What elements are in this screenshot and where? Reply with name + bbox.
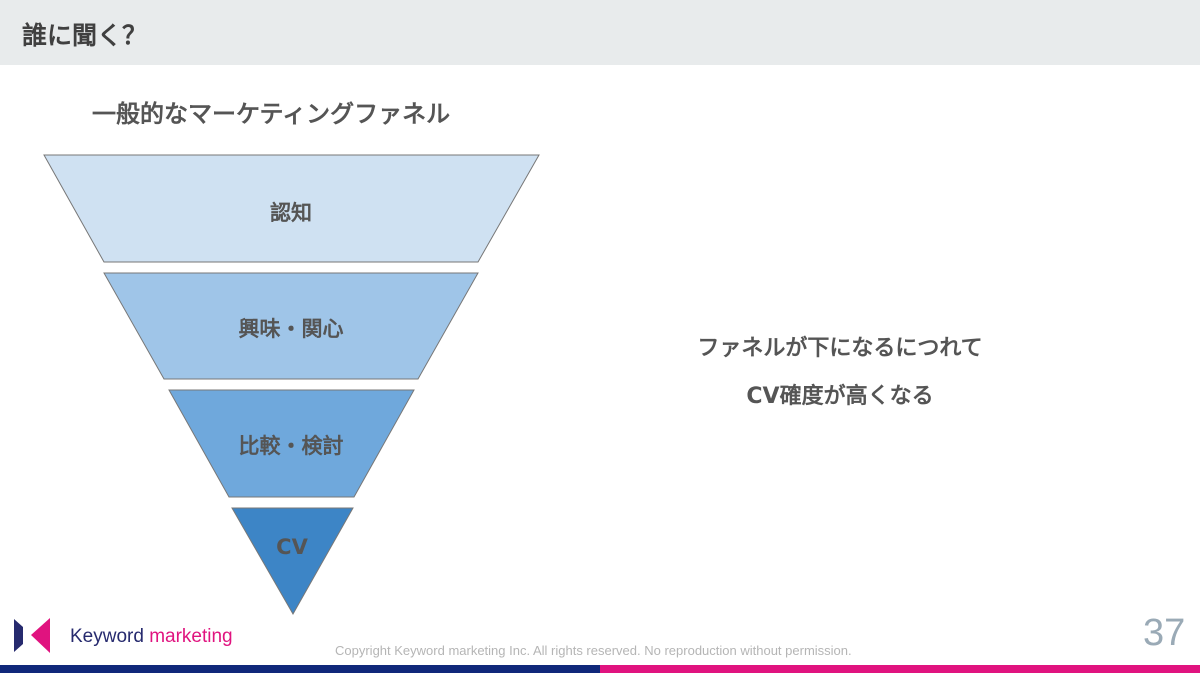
footer-bar-navy: [0, 665, 600, 673]
logo-word-keyword: Keyword: [70, 626, 144, 647]
funnel-label-awareness: 認知: [270, 201, 312, 225]
footer-bar-magenta: [600, 665, 1200, 673]
funnel-stage-cv: [231, 507, 354, 616]
funnel-label-consideration: 比較・検討: [239, 434, 344, 458]
slide-title: 誰に聞く？: [22, 21, 148, 50]
message-line-1: ファネルが下になるにつれて: [697, 336, 983, 361]
funnel-stage-awareness: [43, 154, 540, 263]
funnel-stage-interest: [103, 272, 479, 380]
message-line-2: CV確度が高くなる: [746, 384, 934, 409]
funnel-label-cv: CV: [276, 535, 308, 559]
header-bar: 誰に聞く？: [0, 0, 1200, 65]
copyright-notice: Copyright Keyword marketing Inc. All rig…: [335, 643, 852, 658]
funnel-label-interest: 興味・関心: [239, 317, 344, 341]
logo-word-marketing: marketing: [149, 626, 233, 647]
marketing-funnel: 認知 興味・関心 比較・検討 CV: [43, 154, 540, 616]
funnel-title: 一般的なマーケティングファネル: [92, 100, 451, 128]
company-logo-text: Keyword marketing: [70, 626, 233, 648]
funnel-message: ファネルが下になるにつれて CV確度が高くなる: [640, 325, 1040, 421]
funnel-stage-consideration: [168, 389, 415, 498]
page-number: 37: [1143, 612, 1186, 654]
keyword-marketing-logo-icon: [14, 618, 50, 653]
